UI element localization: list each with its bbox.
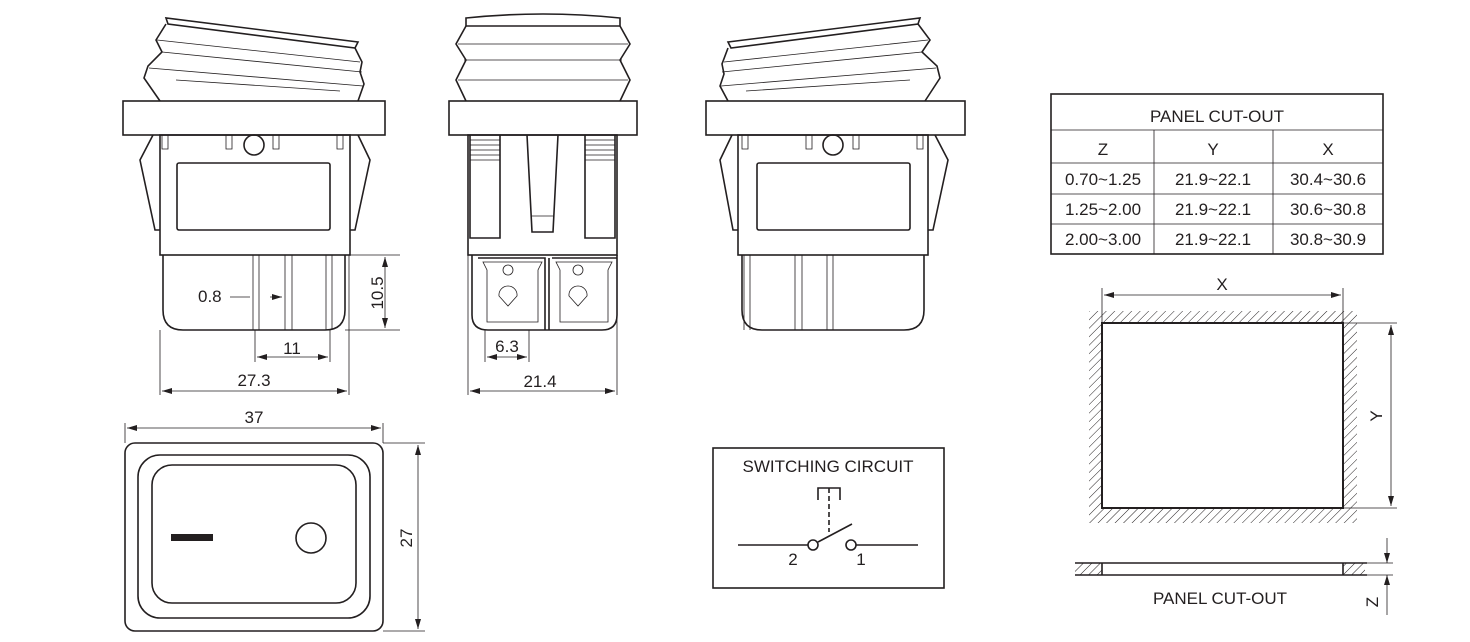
header-x: X [1322,140,1333,159]
top-view: 37 27 [124,408,425,632]
panel-cutout-table: PANEL CUT-OUT Z Y X 0.70~1.25 21.9~22.1 … [1050,93,1384,255]
dim-top-height: 27 [397,529,416,548]
dim-terminal-pitch: 11 [283,339,301,358]
panel-cutout-drawing: X Y PANEL CUT-OUT Z [1075,275,1397,615]
dim-terminal-width: 6.3 [495,337,519,356]
dim-top-width: 37 [245,408,264,427]
table-cell: 30.6~30.8 [1290,200,1366,219]
dim-pin-width: 0.8 [198,287,222,306]
table-cell: 1.25~2.00 [1065,200,1141,219]
table-cell: 21.9~22.1 [1175,170,1251,189]
switching-circuit: SWITCHING CIRCUIT 2 1 [712,447,945,589]
cutout-caption: PANEL CUT-OUT [1153,589,1287,608]
table-cell: 21.9~22.1 [1175,230,1251,249]
header-z: Z [1098,140,1108,159]
dim-terminal-height: 10.5 [368,276,387,309]
table-title: PANEL CUT-OUT [1150,107,1284,126]
rear-view [705,17,966,331]
off-symbol-icon [295,522,327,554]
terminal-1-label: 1 [856,550,865,569]
header-y: Y [1207,140,1218,159]
side-view: 6.3 21.4 [448,13,638,395]
table-cell: 30.4~30.6 [1290,170,1366,189]
terminal-2-label: 2 [788,550,797,569]
cutout-z-label: Z [1363,597,1382,607]
on-symbol-icon [171,534,213,541]
table-cell: 2.00~3.00 [1065,230,1141,249]
circuit-title: SWITCHING CIRCUIT [743,457,914,476]
dim-side-width: 21.4 [523,372,556,391]
cutout-x-label: X [1216,275,1227,294]
table-cell: 21.9~22.1 [1175,200,1251,219]
table-cell: 30.8~30.9 [1290,230,1366,249]
table-cell: 0.70~1.25 [1065,170,1141,189]
cutout-y-label: Y [1367,410,1386,421]
front-view: 0.8 10.5 11 27.3 [122,17,400,395]
dim-body-width: 27.3 [237,371,270,390]
